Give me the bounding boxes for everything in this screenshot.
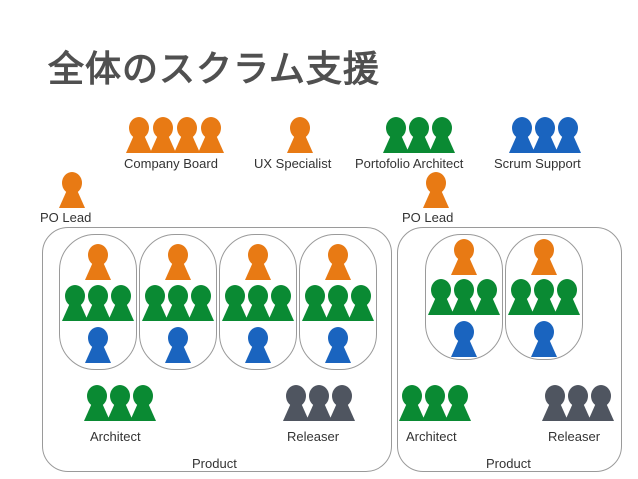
developer-person-icon <box>428 279 454 315</box>
architect-person-icon <box>422 385 448 421</box>
releaser-person-icon <box>588 385 614 421</box>
portfolio-architect-person-icon <box>429 117 455 153</box>
po-lead-left-label: PO Lead <box>40 210 92 225</box>
scrum-master-person-icon <box>325 327 351 363</box>
developer-person-icon <box>188 285 214 321</box>
developer-person-icon <box>165 285 191 321</box>
architect-label-2: Architect <box>406 429 457 444</box>
product-box-2 <box>397 227 622 472</box>
scrum-master-person-icon <box>451 321 477 357</box>
portfolio-architect-label: Portofolio Architect <box>355 156 464 171</box>
developer-person-icon <box>142 285 168 321</box>
architect-person-icon <box>84 385 110 421</box>
developer-person-icon <box>108 285 134 321</box>
releaser-person-icon <box>329 385 355 421</box>
releaser-person-icon <box>283 385 309 421</box>
developer-person-icon <box>531 279 557 315</box>
ux-specialist-label: UX Specialist <box>254 156 332 171</box>
developer-person-icon <box>302 285 328 321</box>
po-lead-right-label: PO Lead <box>402 210 454 225</box>
architect-person-icon <box>445 385 471 421</box>
po-lead-person-icon <box>423 172 449 208</box>
portfolio-architect-person-icon <box>383 117 409 153</box>
developer-person-icon <box>348 285 374 321</box>
developer-person-icon <box>554 279 580 315</box>
team-box-3 <box>219 234 297 370</box>
architect-person-icon <box>130 385 156 421</box>
product-label-1: Product <box>192 456 237 471</box>
architect-person-icon <box>399 385 425 421</box>
product-owner-person-icon <box>245 244 271 280</box>
developer-person-icon <box>222 285 248 321</box>
company-board-person-icon <box>150 117 176 153</box>
releaser-person-icon <box>306 385 332 421</box>
developer-person-icon <box>245 285 271 321</box>
page-title: 全体のスクラム支援 <box>48 49 380 90</box>
developer-person-icon <box>508 279 534 315</box>
scrum-master-person-icon <box>531 321 557 357</box>
product-box-1 <box>42 227 392 472</box>
scrum-master-person-icon <box>165 327 191 363</box>
team-box-1 <box>59 234 137 370</box>
developer-person-icon <box>451 279 477 315</box>
ux-specialist-person-icon <box>287 117 313 153</box>
releaser-label-1: Releaser <box>287 429 340 444</box>
developer-person-icon <box>268 285 294 321</box>
releaser-person-icon <box>542 385 568 421</box>
scrum-master-person-icon <box>245 327 271 363</box>
po-lead-person-icon <box>59 172 85 208</box>
team-box-6 <box>505 234 583 360</box>
releaser-label-2: Releaser <box>548 429 601 444</box>
architect-label-1: Architect <box>90 429 141 444</box>
scrum-master-person-icon <box>85 327 111 363</box>
scrum-support-person-icon <box>532 117 558 153</box>
releaser-person-icon <box>565 385 591 421</box>
team-box-4 <box>299 234 377 370</box>
portfolio-architect-person-icon <box>406 117 432 153</box>
product-owner-person-icon <box>451 239 477 275</box>
product-label-2: Product <box>486 456 531 471</box>
product-owner-person-icon <box>85 244 111 280</box>
team-box-5 <box>425 234 503 360</box>
architect-person-icon <box>107 385 133 421</box>
company-board-person-icon <box>198 117 224 153</box>
product-owner-person-icon <box>165 244 191 280</box>
product-owner-person-icon <box>531 239 557 275</box>
scrum-support-person-icon <box>555 117 581 153</box>
scrum-support-label: Scrum Support <box>494 156 581 171</box>
scrum-support-person-icon <box>509 117 535 153</box>
team-box-2 <box>139 234 217 370</box>
product-owner-person-icon <box>325 244 351 280</box>
developer-person-icon <box>325 285 351 321</box>
developer-person-icon <box>474 279 500 315</box>
developer-person-icon <box>62 285 88 321</box>
developer-person-icon <box>85 285 111 321</box>
company-board-label: Company Board <box>124 156 218 171</box>
company-board-person-icon <box>174 117 200 153</box>
company-board-person-icon <box>126 117 152 153</box>
